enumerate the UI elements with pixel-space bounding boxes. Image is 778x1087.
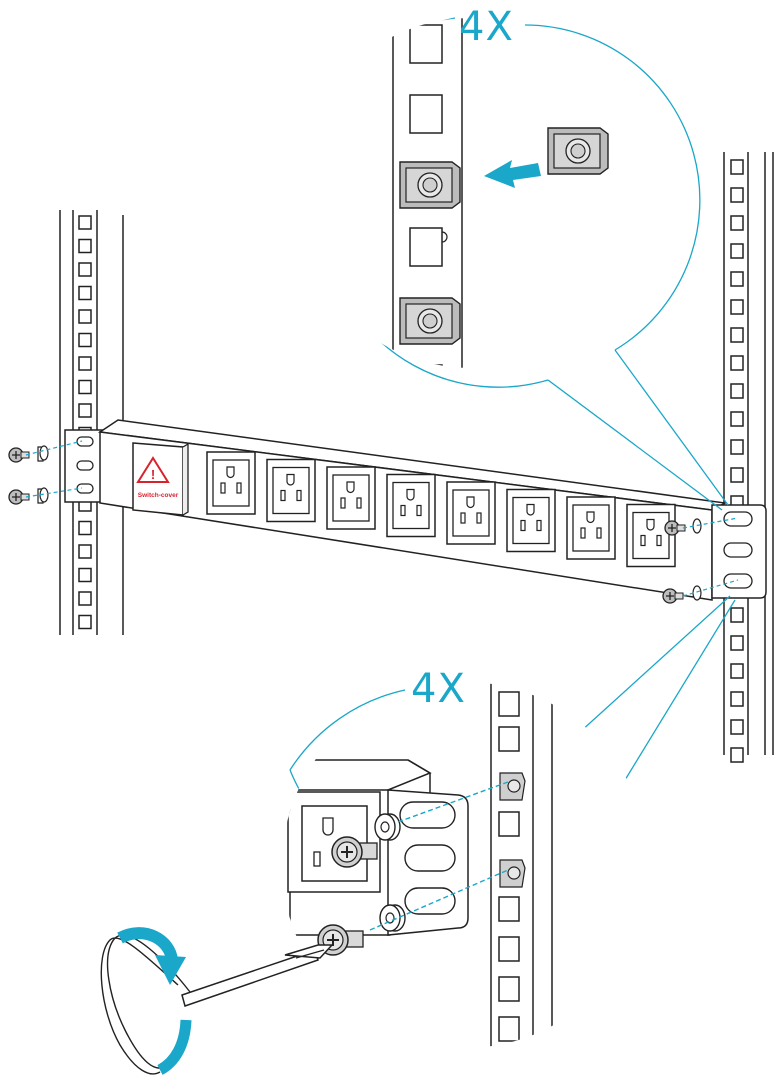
switch-cover: ! Switch-cover <box>132 442 189 516</box>
warning-symbol: ! <box>151 467 155 482</box>
power-outlet <box>506 488 556 553</box>
screw-icon <box>8 447 30 463</box>
rail-hole <box>730 635 744 651</box>
rail-hole <box>730 271 744 287</box>
rail-hole <box>730 243 744 259</box>
power-outlet <box>326 466 376 530</box>
warning-triangle-icon <box>136 456 170 483</box>
rail-hole <box>78 403 92 418</box>
right-ear-screws <box>662 517 739 604</box>
rail-hole <box>78 215 92 230</box>
power-outlet <box>626 503 676 568</box>
mounting-ear-right <box>711 504 767 599</box>
rail-hole <box>78 379 92 395</box>
rail-hole <box>730 187 744 203</box>
rail-hole <box>78 544 92 559</box>
rail-hole <box>730 467 744 483</box>
rail-hole <box>78 614 92 630</box>
rail-hole <box>78 332 92 348</box>
rail-hole <box>730 327 744 343</box>
mounting-ear-left <box>64 429 103 503</box>
rack-rail-right <box>723 152 774 763</box>
rail-hole <box>730 663 744 679</box>
cage-nut-callout <box>296 17 729 511</box>
screw-quantity: 4X <box>411 666 466 712</box>
power-outlet <box>386 473 436 538</box>
rail-hole <box>78 238 92 254</box>
rail-hole <box>78 285 92 301</box>
rail-hole <box>730 747 744 763</box>
arrow-left-icon <box>484 160 541 188</box>
power-outlet <box>446 481 496 545</box>
rail-hole <box>730 159 744 175</box>
outlet-row <box>206 451 676 568</box>
cage-nut-icon <box>399 297 461 345</box>
power-outlet <box>266 458 316 523</box>
rail-hole <box>78 567 92 583</box>
screw-icon <box>331 836 378 868</box>
pdu-unit: ! Switch-cover <box>8 419 767 604</box>
cage-nut-icon <box>499 772 526 888</box>
rail-hole <box>730 439 744 455</box>
rail-hole <box>730 383 744 399</box>
screw-icon <box>664 520 686 536</box>
rail-hole <box>730 411 744 427</box>
rack-rail-left <box>59 210 124 635</box>
cage-nut-icon <box>547 127 609 175</box>
left-ear-screws <box>8 440 83 505</box>
cage-nut-quantity: 4X <box>459 4 514 50</box>
cage-nut-icon <box>399 161 461 209</box>
screwdriver-icon <box>181 944 334 1007</box>
screw-callout <box>282 595 736 1048</box>
rail-hole <box>730 299 744 315</box>
screw-icon <box>662 588 684 604</box>
rail-hole <box>730 719 744 735</box>
power-outlet <box>206 451 256 515</box>
rail-hole <box>730 215 744 231</box>
rail-hole <box>730 691 744 707</box>
power-outlet <box>566 496 616 560</box>
rail-hole <box>78 262 92 277</box>
rail-hole <box>730 355 744 371</box>
clockwise-arrow-icon <box>100 927 192 1075</box>
rail-hole <box>78 591 92 606</box>
screw-icon <box>8 489 30 505</box>
rail-hole <box>78 356 92 371</box>
rail-hole <box>78 520 92 536</box>
rail-hole <box>730 607 744 623</box>
switch-cover-label: Switch-cover <box>138 492 179 499</box>
rail-square-hole <box>409 24 443 368</box>
rail-hole <box>78 309 92 324</box>
